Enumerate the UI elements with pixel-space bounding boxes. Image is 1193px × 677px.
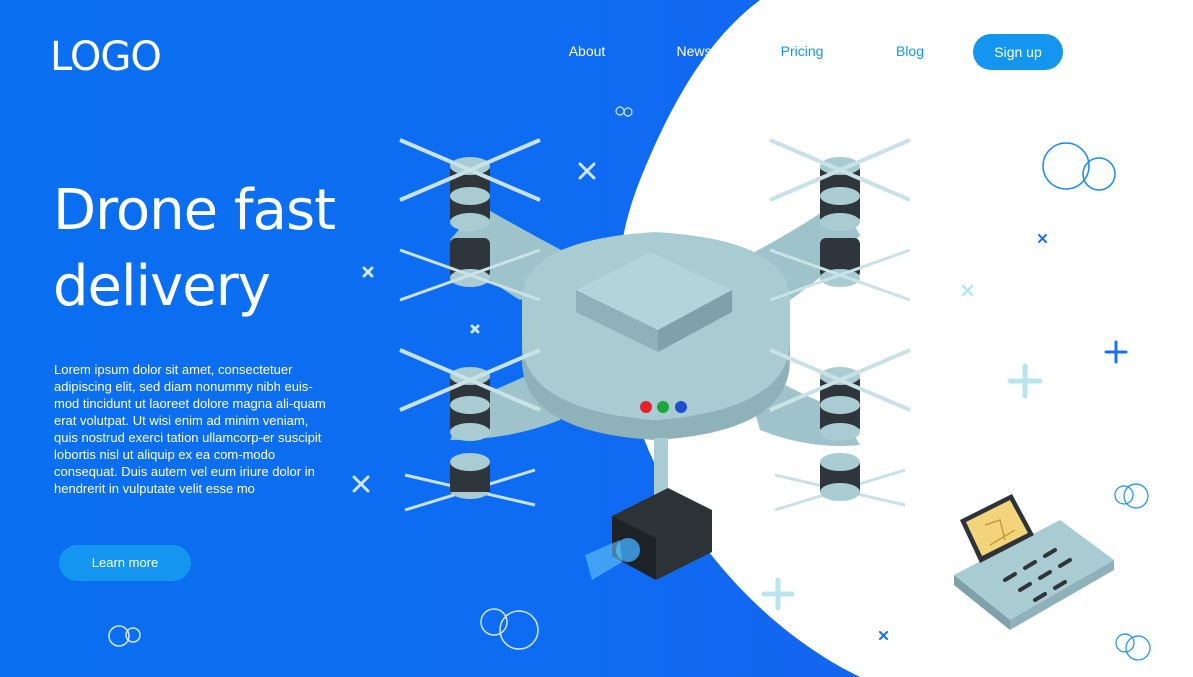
top-navigation: About News Pricing Blog: [0, 34, 1193, 70]
logo[interactable]: LOGO: [50, 34, 162, 80]
hero-title-line-1: Drone fast: [53, 178, 336, 243]
rotor-front-right: [769, 138, 911, 231]
rotor-mid-left: [399, 238, 541, 302]
nav-link-about[interactable]: About: [568, 43, 606, 59]
signup-button[interactable]: Sign up: [973, 34, 1063, 70]
led-red: [640, 401, 652, 413]
led-green: [657, 401, 669, 413]
nav-link-news[interactable]: News: [676, 43, 712, 59]
nav-link-pricing[interactable]: Pricing: [780, 43, 824, 59]
nav-link-blog[interactable]: Blog: [895, 43, 925, 59]
decor-right: [761, 142, 1151, 661]
rotor-front-left: [399, 138, 541, 231]
rotor-back-left: [399, 348, 541, 512]
drone-illustration: [399, 138, 911, 580]
hero-description: Lorem ipsum dolor sit amet, consectetuer…: [54, 362, 326, 496]
hero-title: Drone fast delivery: [53, 173, 383, 325]
white-curved-panel: [616, 0, 1193, 677]
decor-left: [108, 106, 633, 650]
hero-title-line-2: delivery: [53, 254, 271, 319]
rotor-mid-right: [769, 238, 911, 302]
led-blue: [675, 401, 687, 413]
laptop-illustration: [954, 494, 1114, 630]
rotor-back-right: [769, 348, 911, 512]
learn-more-button[interactable]: Learn more: [59, 545, 191, 581]
